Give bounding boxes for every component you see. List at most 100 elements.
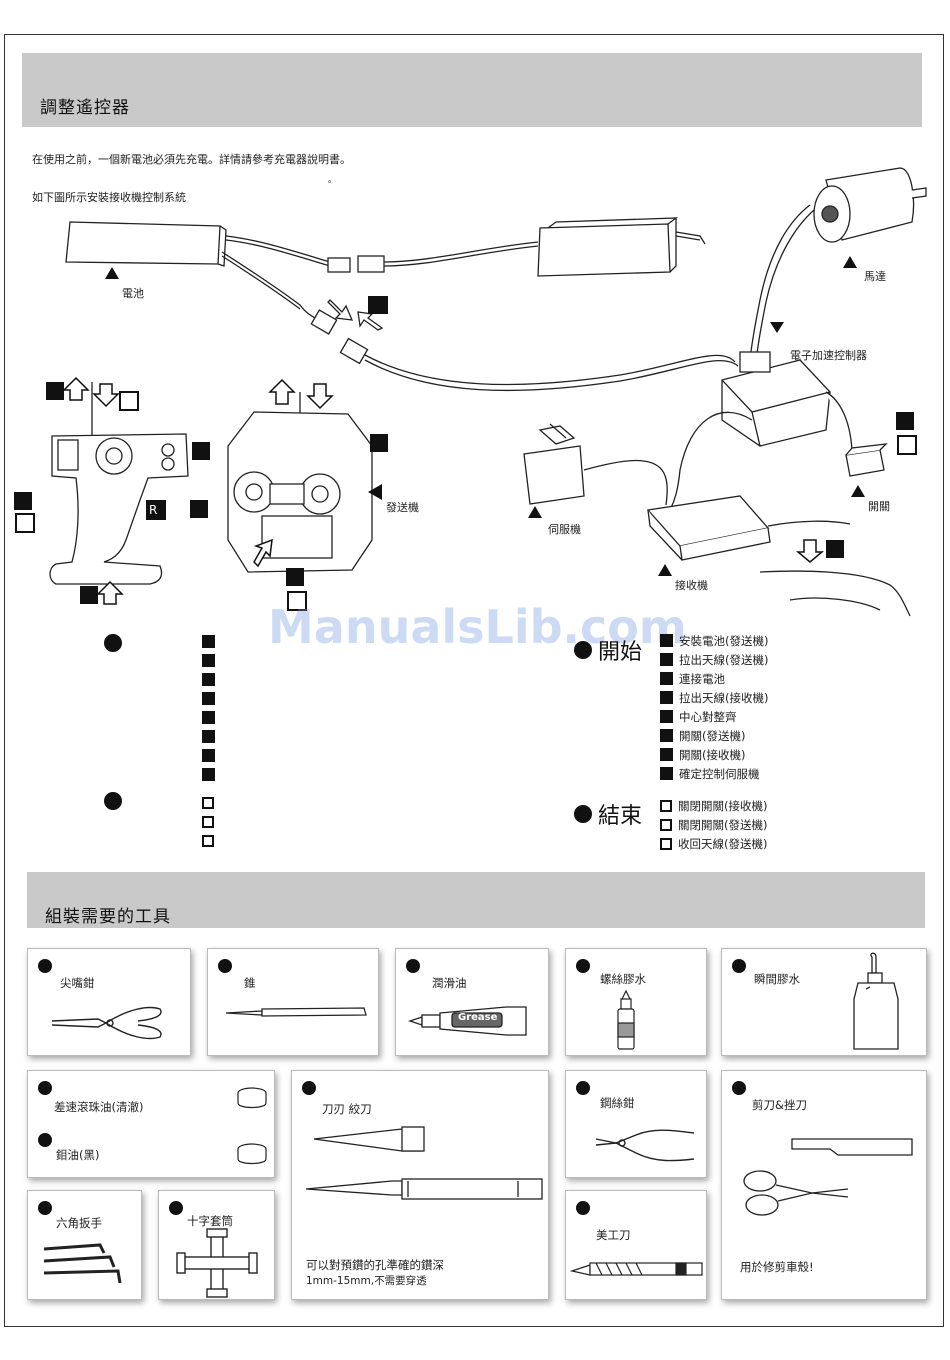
bullet	[38, 959, 52, 973]
marker	[202, 768, 215, 781]
marker	[660, 691, 673, 704]
step-text: 確定控制伺服機	[679, 766, 760, 781]
start-heading: 開始	[574, 634, 642, 666]
tool-card-needle-nose: 尖嘴鉗	[27, 948, 191, 1056]
marker	[660, 818, 672, 831]
tool-name: 潤滑油	[432, 976, 467, 990]
grease-tube-icon	[407, 1006, 527, 1036]
label-motor: 馬達	[864, 270, 886, 283]
end-steps: 關閉開關(接收機) 關閉開關(發送機) 收回天線(發送機)	[660, 796, 767, 853]
start-dot-left	[104, 634, 122, 652]
marker	[660, 837, 672, 850]
tool-name: 美工刀	[596, 1228, 631, 1242]
step-text: 拉出天線(發送機)	[679, 652, 769, 667]
marker	[202, 673, 215, 686]
list-item: 安裝電池(發送機)	[660, 631, 768, 650]
section-header-remote: 調整遙控器	[22, 53, 922, 127]
tool-name: 差速滾珠油(清澈)	[54, 1100, 144, 1114]
tool-card-hex-wrench: 六角扳手	[27, 1190, 142, 1300]
start-dot	[574, 641, 592, 659]
updown-arrows	[62, 376, 825, 605]
marker	[660, 672, 673, 685]
reamer-note-1: 可以對預鑽的孔準確的鑽深	[306, 1258, 444, 1272]
watermark: ManualsLib.com	[268, 600, 687, 654]
section-header-tools: 組裝需要的工具	[27, 872, 925, 928]
marker	[202, 730, 215, 743]
pointer-triangles	[105, 256, 865, 576]
marker	[660, 748, 673, 761]
end-dot-left	[104, 792, 122, 810]
marker	[202, 815, 214, 828]
scissors-note: 用於修剪車殼!	[740, 1260, 814, 1274]
connect-arrows	[327, 299, 384, 331]
label-r-mark: R	[149, 503, 158, 517]
marker	[660, 729, 673, 742]
cross-wrench-icon	[176, 1228, 258, 1298]
tool-name: 錐	[244, 976, 256, 990]
bullet	[38, 1201, 52, 1215]
hobby-knife-icon	[569, 1262, 703, 1276]
bullet	[38, 1081, 52, 1095]
thread-lock-bottle-icon	[617, 989, 635, 1050]
marker	[202, 749, 215, 762]
step-marker	[368, 296, 388, 314]
esc-illustration	[669, 351, 853, 511]
tool-name: 六角扳手	[56, 1216, 102, 1230]
list-item: 中心對整齊	[660, 707, 768, 726]
marker	[202, 834, 214, 847]
marker	[660, 710, 673, 723]
list-item: 連接電池	[660, 669, 768, 688]
wire-cutter-icon	[595, 1129, 695, 1162]
marker	[660, 799, 672, 812]
tool-card-scissors: 剪刀&挫刀 用於修剪車殼!	[721, 1070, 927, 1300]
needle-nose-icon	[51, 1006, 162, 1040]
wiring-diagram	[14, 167, 927, 617]
bullet	[169, 1201, 183, 1215]
tool-card-wire-cutter: 鋼絲鉗	[565, 1070, 707, 1178]
tool-name: 剪刀&挫刀	[752, 1098, 807, 1112]
bullet	[406, 959, 420, 973]
start-steps: 安裝電池(發送機) 拉出天線(發送機) 連接電池 拉出天線(接收機) 中心對整齊…	[660, 631, 768, 783]
servo-illustration	[523, 423, 668, 506]
reamer-note-2: 1mm-15mm,不需要穿透	[306, 1275, 427, 1287]
tool-name: 刀刃 絞刀	[322, 1102, 372, 1116]
marker	[660, 634, 673, 647]
tool-name: 螺絲膠水	[600, 972, 646, 986]
tool-name: 瞬間膠水	[754, 972, 800, 986]
label-esc: 電子加速控制器	[790, 349, 867, 362]
battery-illustration	[65, 217, 739, 392]
tool-name: 十字套筒	[187, 1214, 233, 1228]
list-item: 拉出天線(發送機)	[660, 650, 768, 669]
bullet	[218, 959, 232, 973]
reamer-icon	[305, 1126, 543, 1200]
bullet	[576, 1081, 590, 1095]
marker	[202, 635, 215, 648]
step-text: 關閉開關(接收機)	[678, 798, 768, 813]
left-end-markers	[202, 793, 214, 850]
tool-card-thread-lock: 螺絲膠水	[565, 948, 707, 1056]
marker	[202, 654, 215, 667]
bullet	[576, 959, 590, 973]
label-servo: 伺服機	[548, 523, 581, 536]
label-transmitter: 發送機	[386, 501, 419, 514]
tool-name: 尖嘴鉗	[60, 976, 95, 990]
tool-card-oils: 差速滾珠油(清澈) 鉬油(黑)	[27, 1070, 275, 1178]
list-item: 關閉開關(發送機)	[660, 815, 767, 834]
scissors-file-icon	[743, 1138, 913, 1216]
start-heading-text: 開始	[598, 640, 643, 665]
list-item: 開關(接收機)	[660, 745, 768, 764]
list-item: 關閉開關(接收機)	[660, 796, 767, 815]
end-heading-text: 結束	[598, 804, 643, 829]
tool-card-cross-wrench: 十字套筒	[158, 1190, 275, 1300]
transmitter-markers	[14, 382, 914, 604]
tool-name: 鋼絲鉗	[600, 1096, 635, 1110]
bullet	[732, 959, 746, 973]
step-text: 拉出天線(接收機)	[679, 690, 769, 705]
step-text: 連接電池	[679, 671, 725, 686]
label-switch: 開關	[868, 500, 890, 513]
step-text: 開關(接收機)	[679, 747, 746, 762]
hex-wrench-icon	[43, 1243, 122, 1284]
marker	[660, 653, 673, 666]
marker	[202, 796, 214, 809]
tool-name: 鉬油(黑)	[56, 1148, 100, 1162]
